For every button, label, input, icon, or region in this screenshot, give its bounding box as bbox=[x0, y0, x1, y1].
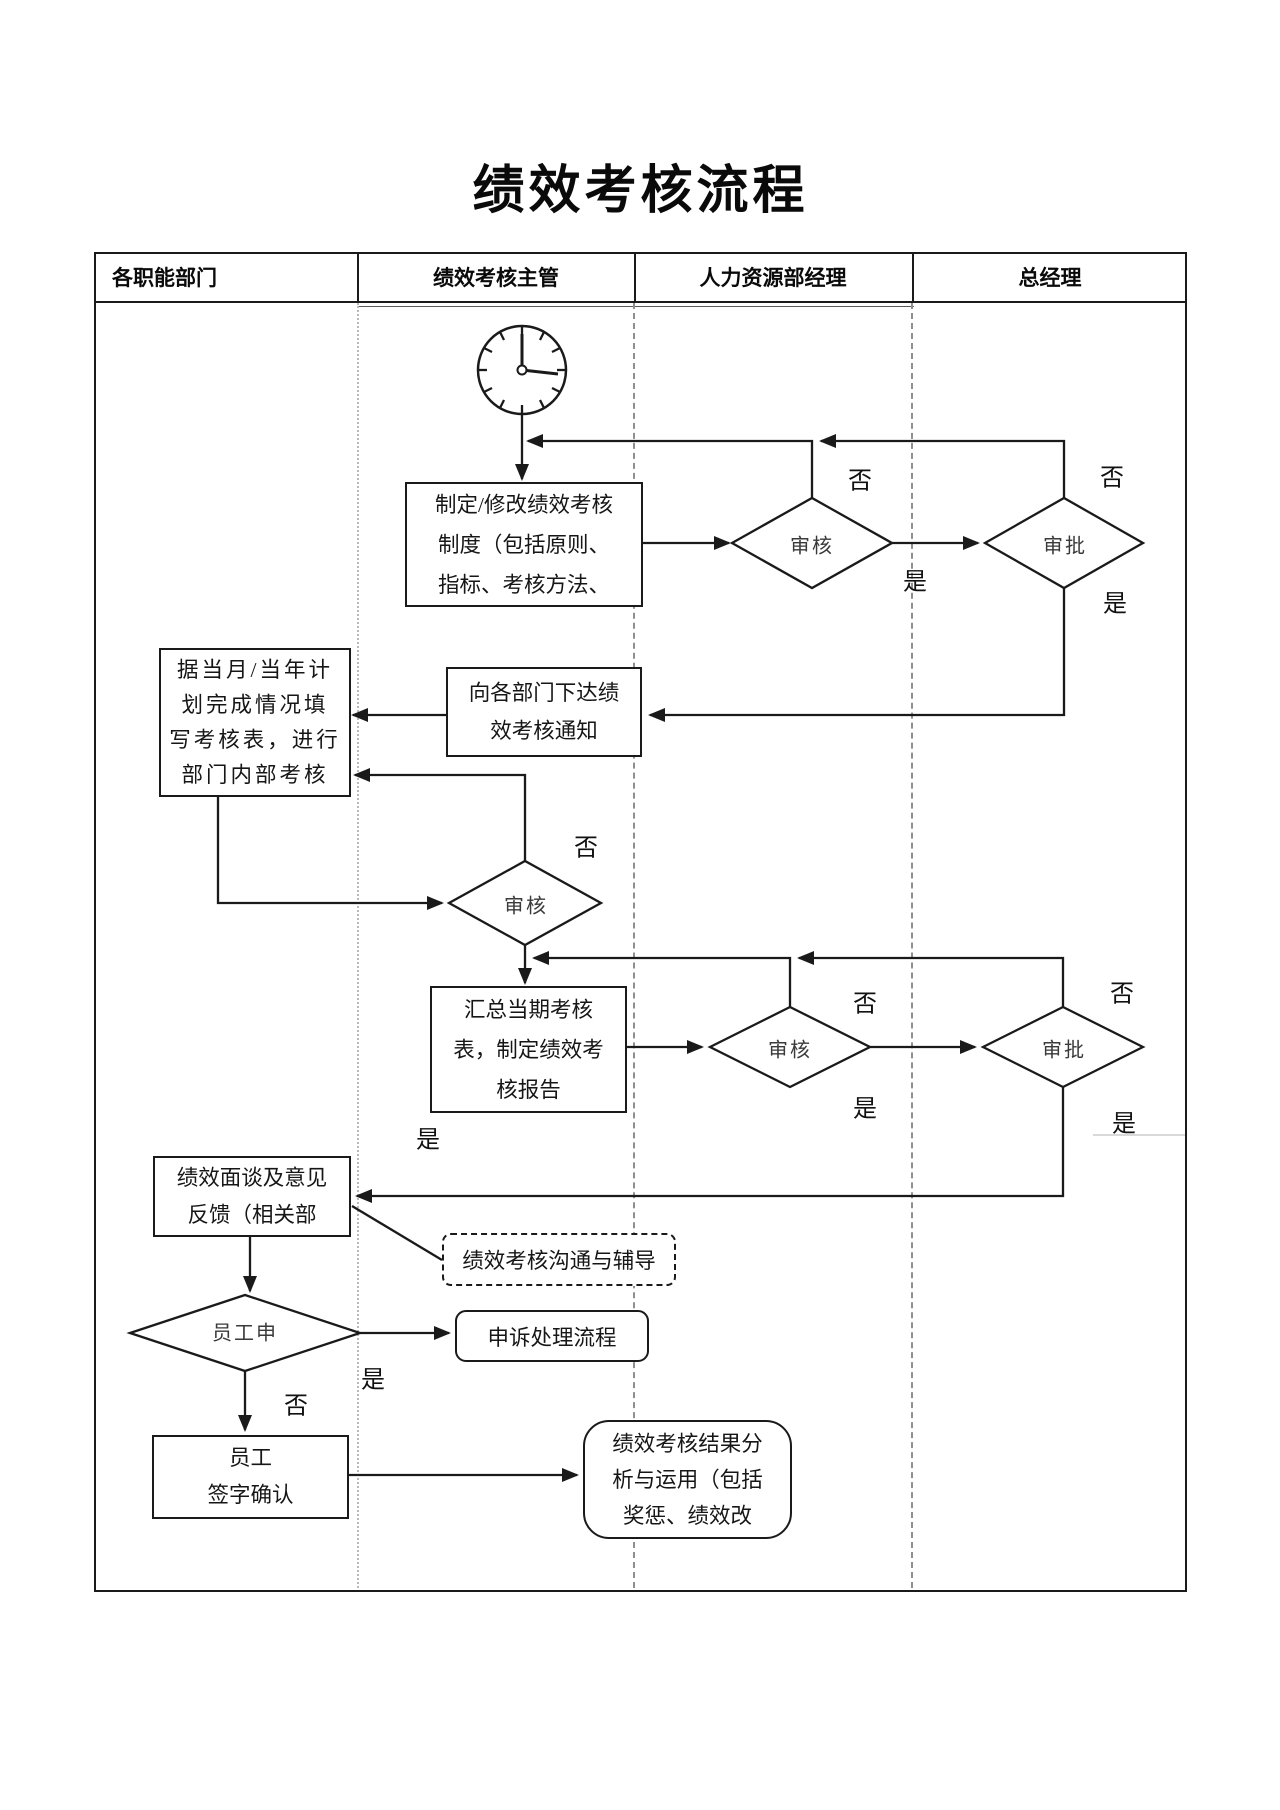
branch-no-approve2: 否 bbox=[1110, 981, 1134, 1008]
header-divider-3 bbox=[912, 252, 914, 302]
diamond-review-dept bbox=[446, 859, 604, 947]
edge-reviewdept-no-return bbox=[353, 768, 527, 861]
diamond-review2 bbox=[707, 1005, 873, 1089]
lane-header-general-manager: 总经理 bbox=[1018, 267, 1082, 290]
branch-no-review1: 否 bbox=[848, 468, 872, 495]
header-divider-2 bbox=[634, 252, 636, 302]
edge-review1-no-return bbox=[526, 434, 814, 498]
diamond-approve2 bbox=[980, 1005, 1146, 1089]
branch-no-approve1: 否 bbox=[1100, 465, 1124, 492]
edge-approve2-yes-to-interview bbox=[355, 1087, 1065, 1203]
branch-yes-review1: 是 bbox=[903, 569, 927, 596]
branch-yes-review2: 是 bbox=[853, 1096, 877, 1123]
header-bottom-rule bbox=[94, 301, 1187, 303]
branch-yes-approve1: 是 bbox=[1103, 591, 1127, 618]
lane-divider-dotted-1 bbox=[357, 303, 359, 1588]
edge-approve1-yes-to-notify bbox=[648, 588, 1066, 722]
node-result-application: 绩效考核结果分 析与运用（包括 奖惩、绩效改 bbox=[583, 1420, 792, 1539]
diamond-approve1 bbox=[982, 496, 1146, 590]
header-bottom-rule-2 bbox=[357, 306, 914, 307]
node-performance-interview: 绩效面谈及意见 反馈（相关部 bbox=[153, 1156, 351, 1237]
label-approve2: 审批 bbox=[1042, 1039, 1086, 1062]
label-approve1: 审批 bbox=[1043, 535, 1087, 558]
label-review-dept: 审核 bbox=[504, 895, 548, 918]
page-title: 绩效考核流程 bbox=[472, 162, 809, 220]
node-appeal-process: 申诉处理流程 bbox=[455, 1310, 649, 1362]
lane-header-hr-manager: 人力资源部经理 bbox=[699, 267, 847, 290]
edge-deptassess-to-reviewdept bbox=[216, 793, 444, 910]
branch-no-review-dept: 否 bbox=[574, 835, 598, 862]
node-coaching-communication: 绩效考核沟通与辅导 bbox=[442, 1233, 676, 1286]
branch-yes-to-interview: 是 bbox=[416, 1127, 440, 1154]
node-dept-self-assessment: 据当月/当年计 划完成情况填 写考核表，进行 部门内部考核 bbox=[159, 648, 351, 797]
diamond-employee-appeal bbox=[126, 1293, 364, 1373]
label-employee-appeal: 员工申 bbox=[212, 1322, 278, 1345]
branch-no-review2: 否 bbox=[853, 991, 877, 1018]
lane-header-appraisal-supervisor: 绩效考核主管 bbox=[433, 267, 559, 290]
label-review1: 审核 bbox=[790, 535, 834, 558]
branch-yes-approve2: 是 bbox=[1112, 1111, 1136, 1138]
label-review2: 审核 bbox=[768, 1039, 812, 1062]
clock-icon bbox=[476, 324, 568, 416]
branch-no-appeal: 否 bbox=[284, 1393, 308, 1420]
node-draft-system: 制定/修改绩效考核 制度（包括原则、 指标、考核方法、 bbox=[405, 482, 643, 607]
swimlane-table-border bbox=[94, 252, 1187, 1592]
edge-review2-no-return bbox=[532, 951, 792, 1007]
diamond-review1 bbox=[729, 496, 895, 590]
edge-approve2-no-return bbox=[797, 951, 1065, 1007]
lane-divider-dashed-2 bbox=[633, 303, 635, 1588]
lane-header-departments: 各职能部门 bbox=[112, 267, 217, 290]
branch-yes-appeal: 是 bbox=[361, 1367, 385, 1394]
node-summary-report: 汇总当期考核 表，制定绩效考 核报告 bbox=[430, 986, 627, 1113]
faint-rule bbox=[1093, 1134, 1185, 1136]
edge-approve1-no-return bbox=[819, 434, 1066, 498]
node-employee-sign: 员工 签字确认 bbox=[152, 1435, 349, 1519]
header-divider-1 bbox=[357, 252, 359, 302]
node-notify-departments: 向各部门下达绩 效考核通知 bbox=[446, 667, 642, 757]
lane-divider-dashed-3 bbox=[911, 303, 913, 1588]
edge-interview-to-coaching bbox=[351, 1205, 443, 1261]
